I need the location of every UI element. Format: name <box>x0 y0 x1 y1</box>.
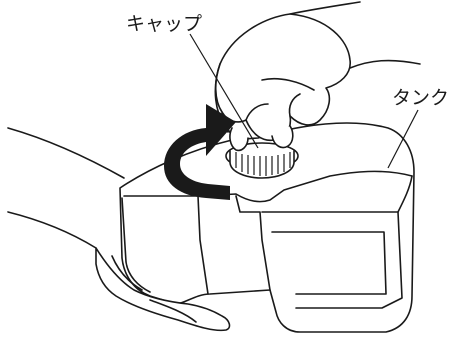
top-hand-arm-upper <box>290 2 360 14</box>
left-arm-upper-edge <box>8 128 124 178</box>
tank-label: タンク <box>392 87 449 109</box>
top-hand-fingertip-left <box>230 128 248 150</box>
left-arm-lower-edge <box>8 212 96 248</box>
cap-label: キャップ <box>126 13 202 35</box>
top-hand-back <box>216 14 350 140</box>
top-hand-arm-lower <box>350 61 420 68</box>
